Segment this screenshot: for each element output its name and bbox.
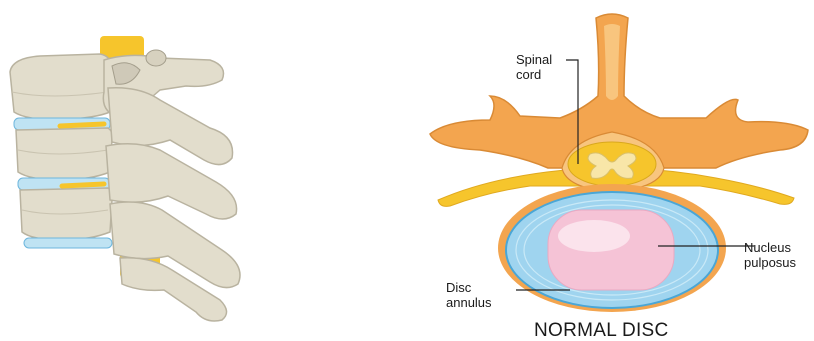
posterior-processes	[103, 55, 240, 321]
vertebral-body-3	[20, 188, 113, 240]
lateral-spine-view	[10, 36, 240, 321]
label-nucleus-line1: Nucleus	[744, 240, 791, 255]
label-nucleus-line2: pulposus	[744, 255, 797, 270]
nucleus-highlight	[558, 220, 630, 252]
nerve-root-2	[62, 184, 104, 186]
vertebral-body-2	[16, 128, 113, 180]
label-spinal-cord-line2: cord	[516, 67, 541, 82]
diagram-title: NORMAL DISC	[534, 320, 669, 341]
axial-vertebra-view: Spinal cord Nucleus pulposus Disc annulu…	[430, 14, 808, 341]
intervertebral-disc-3	[24, 238, 112, 248]
articular-process	[146, 50, 166, 66]
nerve-root-1	[60, 124, 104, 126]
label-annulus-line1: Disc	[446, 280, 472, 295]
label-spinal-cord-line1: Spinal	[516, 52, 552, 67]
label-annulus-line2: annulus	[446, 295, 492, 310]
vertebra-highlight	[604, 24, 620, 100]
vertebral-body-1	[10, 54, 112, 120]
